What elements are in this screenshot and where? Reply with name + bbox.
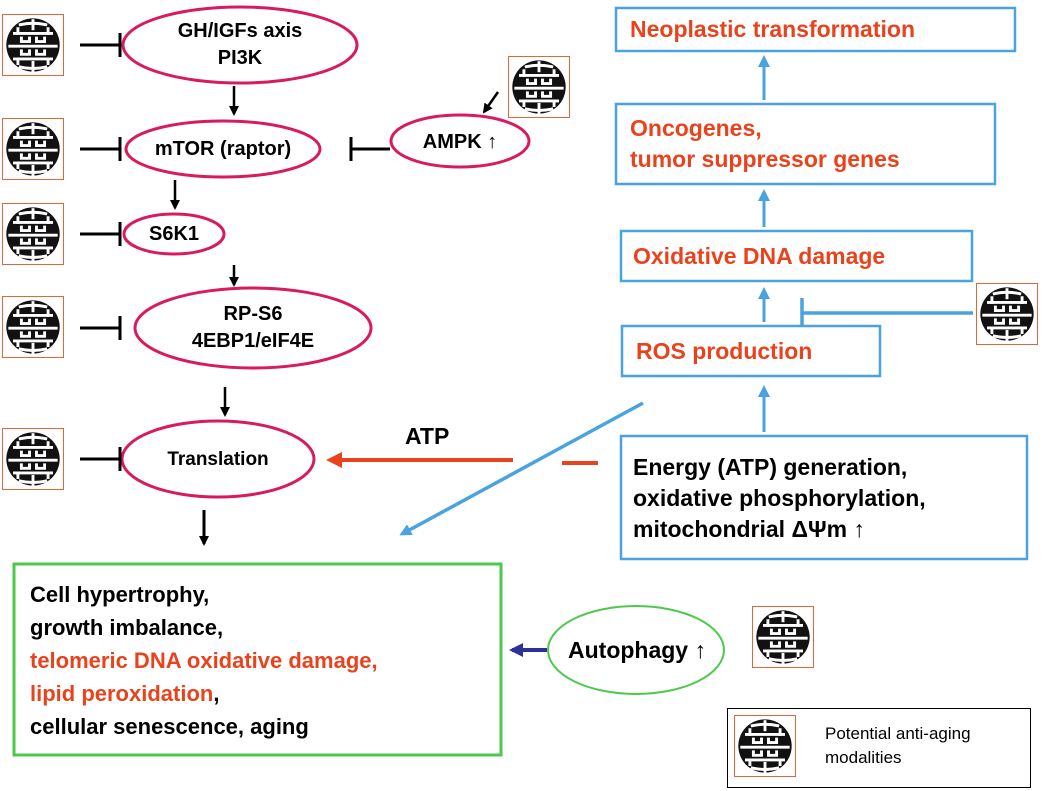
ampk-text: AMPK ↑ — [422, 130, 498, 153]
inhibit-ampk-mtor — [349, 137, 390, 161]
mtor-label: mTOR (raptor) — [133, 135, 313, 163]
gh-igf-line1: GH/IGFs axis — [177, 20, 303, 42]
neoplastic-label: Neoplastic transformation — [630, 12, 915, 47]
oxidative-dna-label: Oxidative DNA damage — [633, 240, 885, 272]
rps6-node — [133, 286, 373, 370]
longevity-symbol-icon — [508, 56, 570, 118]
legend-line1: Potential anti-aging — [825, 724, 971, 743]
energy-line1: Energy (ATP) generation, — [633, 453, 908, 480]
translation-node — [120, 419, 316, 499]
neoplastic-text: Neoplastic transformation — [630, 16, 915, 42]
oncogenes-label: Oncogenes, tumor suppressor genes — [630, 112, 900, 176]
outcome-line5: cellular senescence, aging — [30, 713, 309, 739]
rps6-line1: RP-S6 — [223, 303, 283, 325]
ros-box — [620, 324, 882, 378]
s6k1-text: S6K1 — [148, 222, 200, 245]
outcome-line4: lipid peroxidation, — [30, 677, 378, 710]
outcome-label: Cell hypertrophy, growth imbalance, telo… — [30, 572, 378, 748]
arrow-icon-to-ampk — [482, 91, 500, 114]
outcome-box — [12, 562, 503, 757]
oncogenes-line2: tumor suppressor genes — [630, 146, 900, 172]
inhibit-translation — [80, 447, 122, 471]
s6k1-node — [122, 212, 226, 256]
ros-text: ROS production — [636, 337, 813, 364]
rps6-label: RP-S6 4EBP1/eIF4E — [150, 300, 356, 356]
legend-line2: modalities — [825, 748, 902, 767]
legend-text: Potential anti-aging modalities — [825, 722, 1025, 770]
longevity-symbol-icon — [2, 296, 64, 358]
outcome-line1: Cell hypertrophy, — [30, 581, 210, 607]
longevity-symbol-icon — [734, 715, 796, 777]
ros-label: ROS production — [636, 335, 812, 367]
gh-igf-line2: PI3K — [217, 47, 263, 69]
atp-label: ATP — [405, 423, 450, 449]
energy-line2: oxidative phosphorylation, — [633, 484, 926, 511]
inhibit-gh — [80, 33, 122, 57]
inhibit-mtor — [80, 137, 122, 161]
inhibit-s6k1 — [80, 222, 122, 246]
gh-igf-label: GH/IGFs axis PI3K — [140, 14, 340, 76]
longevity-symbol-icon — [2, 203, 64, 265]
longevity-symbol-icon — [2, 428, 64, 490]
outcome-line4-red: lipid peroxidation — [30, 680, 214, 706]
outcome-line2: growth imbalance, — [30, 614, 224, 640]
neoplastic-box — [614, 6, 1017, 53]
outcome-line4-suffix: , — [213, 680, 220, 706]
gh-igf-node — [121, 5, 359, 85]
inhibit-ros-dna — [800, 298, 973, 326]
autophagy-label: Autophagy ↑ — [554, 634, 720, 666]
ampk-label: AMPK ↑ — [398, 128, 522, 156]
oncogenes-box — [614, 102, 997, 186]
autophagy-node — [547, 605, 725, 695]
energy-box — [619, 434, 1029, 561]
s6k1-label: S6K1 — [128, 220, 220, 248]
longevity-symbol-icon — [976, 283, 1038, 345]
energy-label: Energy (ATP) generation, oxidative phosp… — [633, 448, 926, 548]
translation-label: Translation — [130, 445, 306, 473]
inhibit-rps6 — [80, 316, 122, 340]
arrow-ros-to-outcome — [399, 401, 644, 536]
oxidative-dna-box — [619, 229, 974, 283]
outcome-line3: telomeric DNA oxidative damage, — [30, 647, 378, 673]
translation-text: Translation — [167, 448, 269, 470]
autophagy-text: Autophagy ↑ — [568, 636, 706, 663]
mtor-node — [124, 119, 322, 179]
mtor-text: mTOR (raptor) — [154, 137, 292, 160]
energy-line3: mitochondrial ΔΨm ↑ — [633, 515, 865, 542]
longevity-symbol-icon — [2, 14, 64, 76]
ampk-node — [389, 113, 531, 169]
longevity-symbol-icon — [752, 606, 814, 668]
rps6-line2: 4EBP1/eIF4E — [191, 330, 315, 352]
oxidative-dna-text: Oxidative DNA damage — [633, 242, 886, 269]
oncogenes-line1: Oncogenes, — [630, 115, 762, 141]
longevity-symbol-icon — [2, 118, 64, 180]
